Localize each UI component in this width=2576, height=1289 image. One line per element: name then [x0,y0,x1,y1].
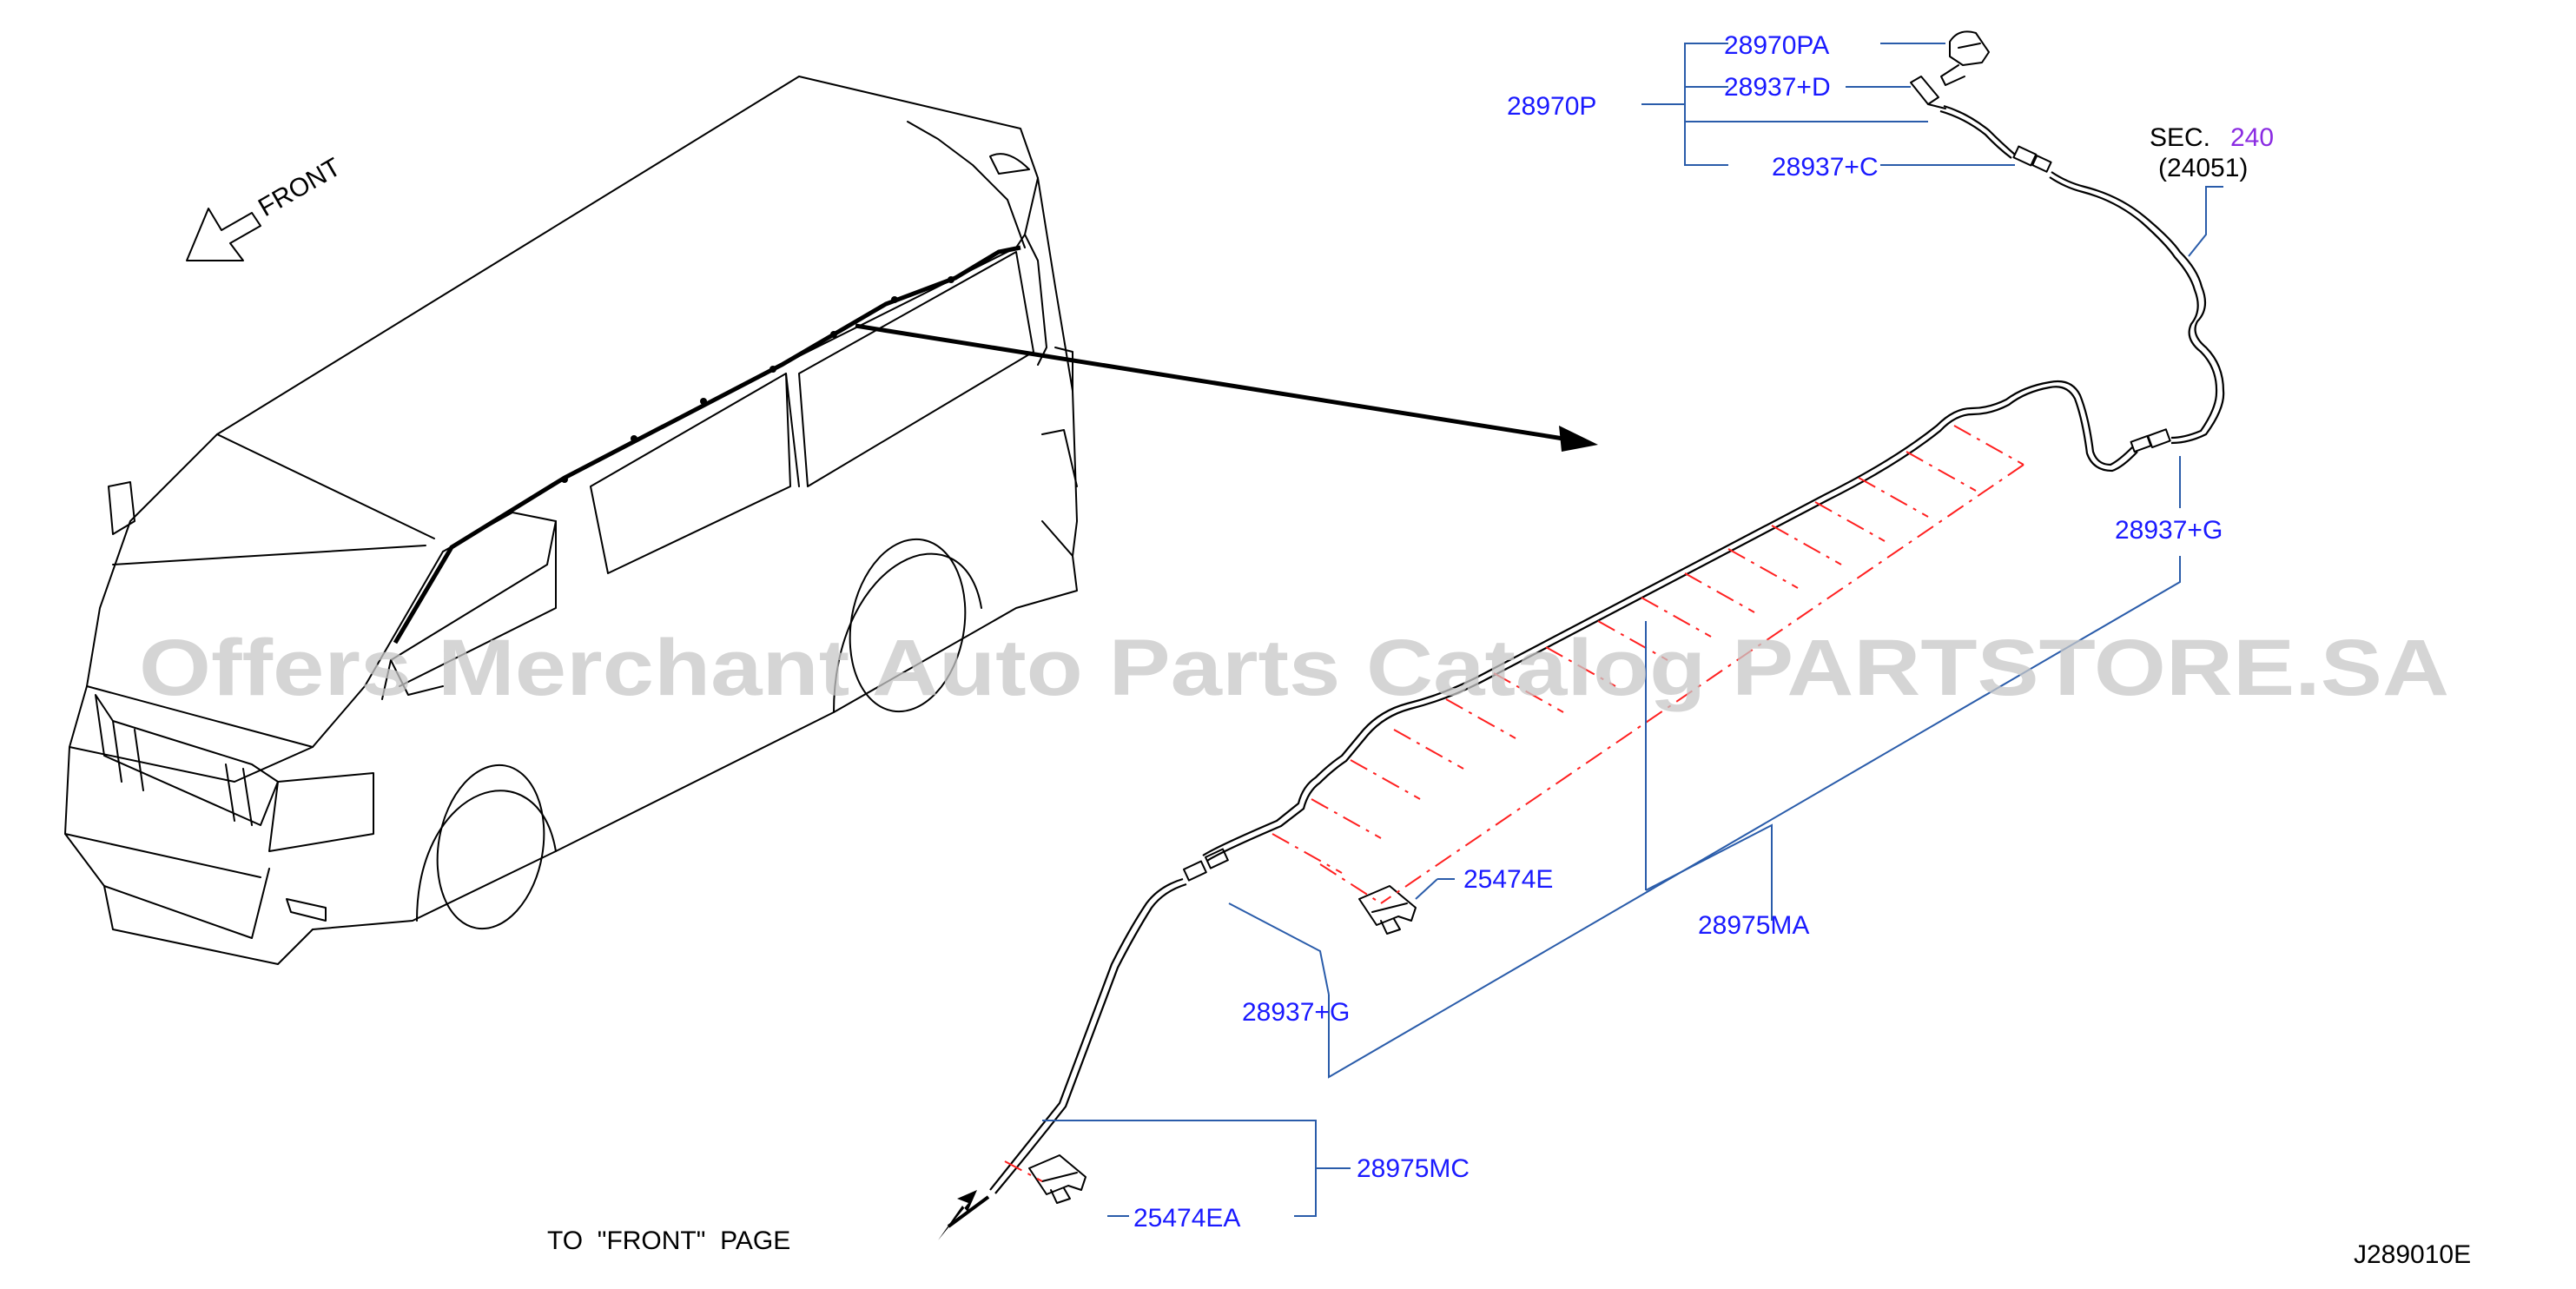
diagram-code: J289010E [2354,1240,2471,1269]
connector-28937g-right-icon [2130,428,2171,453]
section-ref-number: 240 [2230,123,2274,152]
detail-pointer-arrow [855,323,1598,452]
elbow-28937d-icon [1910,76,1946,109]
leader-lines [1042,43,2223,1217]
part-label-28975ma: 28975MA [1698,911,1809,940]
nozzle-28970pa-icon [1940,30,1990,86]
part-label-28975mc: 28975MC [1357,1154,1470,1183]
part-label-28970p: 28970P [1507,92,1596,121]
to-front-page-note: TO "FRONT" PAGE [547,1226,790,1255]
roof-clips [561,276,954,483]
part-label-28937g-right: 28937+G [2115,516,2223,545]
clip-25474ea-icon [1028,1154,1087,1204]
van-illustration [64,76,1078,965]
part-label-28937g-left: 28937+G [1242,998,1350,1027]
part-label-28970pa: 28970PA [1724,31,1829,60]
clip-position-hatching [1004,425,2024,1182]
watermark-text: Offers Merchant Auto Parts Catalog PARTS… [139,624,2449,712]
connector-28937c-icon [2012,145,2052,173]
front-label: FRONT [254,153,346,222]
part-label-25474ea: 25474EA [1133,1204,1240,1233]
washer-hose-assembly [938,30,2225,1240]
connector-28937g-left-icon [1182,848,1229,882]
part-label-28937c: 28937+C [1772,153,1879,182]
section-ref-subnumber: (24051) [2158,154,2248,182]
part-label-25474e: 25474E [1463,865,1553,894]
section-ref-label: SEC. [2150,123,2210,152]
front-direction-arrow [186,208,261,261]
part-label-28937d: 28937+D [1724,73,1831,102]
clip-25474e-icon [1358,885,1417,935]
